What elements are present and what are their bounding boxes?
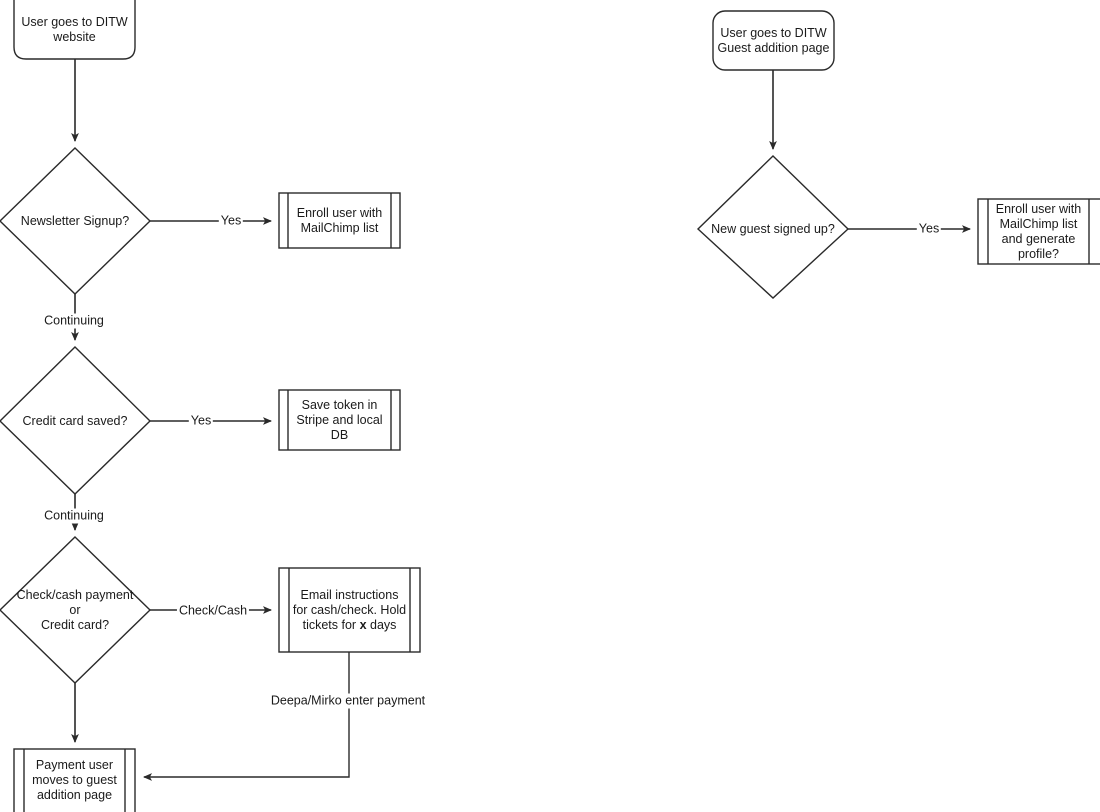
edge-label-deepa-mirko: Deepa/Mirko enter payment	[268, 693, 428, 709]
node-start-website-shape	[13, 0, 136, 60]
node-email-instructions-shape	[278, 567, 421, 653]
edge-label-continuing-1: Continuing	[42, 313, 106, 329]
edge-label-continuing-2: Continuing	[42, 508, 106, 524]
edge-deepa-mirko-loopback	[143, 652, 350, 781]
node-payment-user-shape	[13, 748, 136, 812]
node-start-guest-page-shape	[712, 10, 835, 71]
edge-label-newsletter-yes: Yes	[218, 213, 244, 229]
node-save-token-shape	[278, 389, 401, 451]
node-newsletter-decision-shape	[0, 147, 152, 295]
node-payment-method-decision-shape	[0, 536, 152, 684]
edge-label-check-cash: Check/Cash	[176, 603, 250, 619]
node-new-guest-decision-shape	[696, 155, 850, 299]
edge-label-new-guest-yes: Yes	[916, 221, 942, 237]
node-credit-card-decision-shape	[0, 346, 152, 495]
edge-label-credit-card-yes: Yes	[188, 413, 214, 429]
node-enroll-mailchimp-shape	[278, 192, 401, 249]
node-enroll-profile-shape	[977, 198, 1100, 265]
